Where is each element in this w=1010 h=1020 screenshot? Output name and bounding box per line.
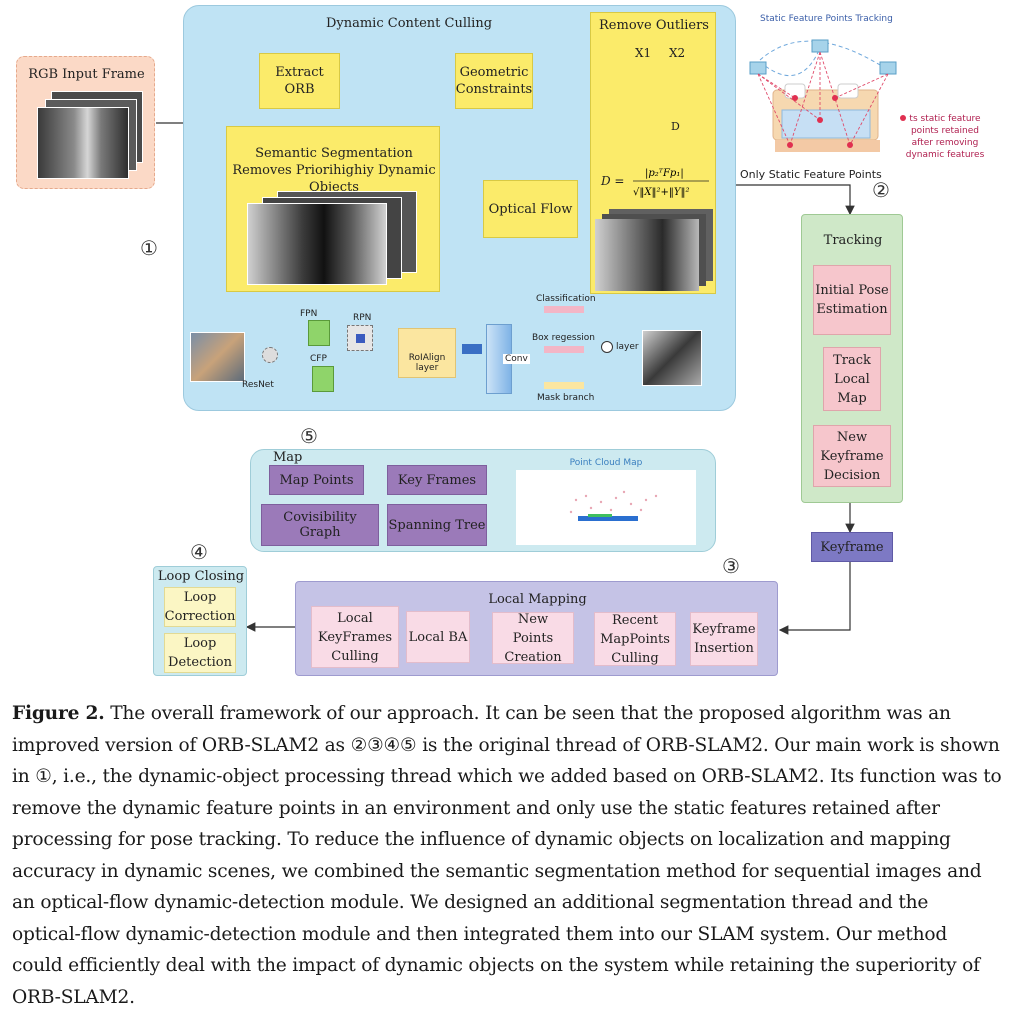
geometric-constraints-box: Geometric Constraints <box>455 53 533 109</box>
caption-label: Figure 2. <box>12 703 105 724</box>
tracking-illustration <box>749 39 906 152</box>
svg-text:√‖X‖²+‖Y‖²: √‖X‖²+‖Y‖² <box>633 187 690 198</box>
map-points-box: Map Points <box>269 465 364 495</box>
point-cloud-image <box>569 490 658 521</box>
box-regression-bar <box>544 346 584 353</box>
connector-layer <box>156 39 906 635</box>
static-tracking-title: Static Feature Points Tracking <box>760 14 893 24</box>
tracking-item-initial-pose: Initial Pose Estimation <box>813 265 891 335</box>
layer-label: layer <box>616 342 639 352</box>
loop-detection-box: Loop Detection <box>164 633 236 673</box>
resnet-label: ResNet <box>242 380 274 390</box>
dynamic-title: Dynamic Content Culling <box>325 16 493 31</box>
tracking-item-track-local-map: Track Local Map <box>823 347 881 411</box>
network-diagram: FPN CFP ResNet RPN RoIAlign layer Conv C… <box>190 292 710 407</box>
x2-label: X2 <box>669 46 686 60</box>
figure-caption: Figure 2. The overall framework of our a… <box>12 698 1002 1013</box>
input-frames-image <box>37 91 147 181</box>
network-input-image <box>190 332 245 382</box>
local-mapping-item-recent-mappoints: Recent MapPoints Culling <box>594 612 676 666</box>
remove-outliers-title: Remove Outliers <box>599 18 709 33</box>
cfp-block <box>312 366 334 392</box>
sum-node-icon <box>601 341 613 353</box>
optical-flow-box: Optical Flow <box>483 180 578 238</box>
resnet-block <box>262 347 278 363</box>
mask-branch-bar <box>544 382 584 389</box>
mask-branch-label: Mask branch <box>537 393 595 403</box>
circled-one: ① <box>140 236 158 260</box>
covisibility-graph-box: Covisibility Graph <box>261 504 379 546</box>
caption-text: The overall framework of our approach. I… <box>12 703 1002 1008</box>
box-regression-label: Box regession <box>532 333 595 343</box>
map-title: Map <box>273 450 303 465</box>
keyframe-box: Keyframe <box>811 532 893 562</box>
static-tracking-note: ts static feature points retained after … <box>905 114 985 160</box>
formula-lhs: D = <box>601 174 625 188</box>
loop-correction-box: Loop Correction <box>164 587 236 627</box>
remove-outliers-box: Remove Outliers X1 X2 D D = |p₂ᵀFp₁| √‖X… <box>590 12 716 294</box>
formula: D = |p₂ᵀFp₁| √‖X‖²+‖Y‖² <box>595 163 713 199</box>
classification-label: Classification <box>536 294 596 304</box>
roialign-box: RoIAlign layer <box>398 328 456 378</box>
conv-label: Conv <box>503 354 530 364</box>
d-label: D <box>671 120 680 133</box>
roialign-label: RoIAlign layer <box>408 353 446 373</box>
circled-five: ⑤ <box>300 424 318 448</box>
key-frames-box: Key Frames <box>387 465 487 495</box>
rpn-block <box>347 325 373 351</box>
local-mapping-title: Local Mapping <box>488 592 587 607</box>
cfp-label: CFP <box>310 354 327 364</box>
loop-closing-title: Loop Closing <box>157 569 245 584</box>
formula-fraction-icon: |p₂ᵀFp₁| √‖X‖²+‖Y‖² <box>633 168 709 198</box>
network-arrow-icon <box>462 344 482 354</box>
circled-two: ② <box>872 178 890 202</box>
local-mapping-item-local-ba: Local BA <box>406 611 470 663</box>
circled-three: ③ <box>722 554 740 578</box>
extract-orb-box: Extract ORB <box>259 53 340 109</box>
rpn-label: RPN <box>353 313 372 323</box>
input-panel: RGB Input Frame <box>16 56 155 189</box>
spanning-tree-box: Spanning Tree <box>387 504 487 546</box>
input-title: RGB Input Frame <box>28 67 145 82</box>
semantic-title: Semantic Segmentation Removes Priorihigh… <box>232 146 436 195</box>
classification-bar <box>544 306 584 313</box>
local-mapping-item-keyframe-insertion: Keyframe Insertion <box>690 612 758 666</box>
fpn-label: FPN <box>300 309 318 319</box>
semantic-segmentation-box: Semantic Segmentation Removes Priorihigh… <box>226 126 440 292</box>
svg-text:|p₂ᵀFp₁|: |p₂ᵀFp₁| <box>645 168 684 179</box>
local-mapping-item-new-points: New Points Creation <box>492 612 574 665</box>
only-static-label: Only Static Feature Points <box>740 168 882 181</box>
x1-label: X1 <box>635 46 652 60</box>
tracking-title: Tracking <box>823 233 883 248</box>
point-cloud-title: Point Cloud Map <box>569 458 643 468</box>
fpn-block <box>308 320 330 346</box>
local-mapping-item-keyframes-culling: Local KeyFrames Culling <box>311 606 399 668</box>
tracking-item-new-keyframe: New Keyframe Decision <box>813 425 891 487</box>
circled-four: ④ <box>190 540 208 564</box>
outlier-frames-image <box>595 209 713 293</box>
segmentation-frames-image <box>247 191 427 287</box>
network-output-image <box>642 330 702 386</box>
point-cloud-panel: Point Cloud Map <box>516 458 696 545</box>
